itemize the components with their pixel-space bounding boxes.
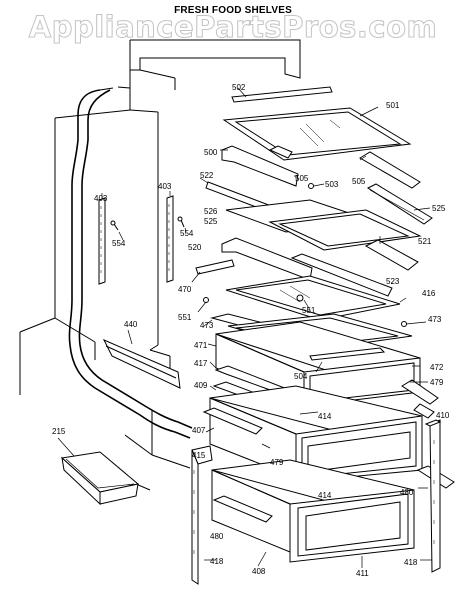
callout-480-a: 480 (400, 488, 414, 497)
callout-480-b: 480 (210, 532, 224, 541)
shelf-rail-525 (366, 183, 433, 225)
callout-551-a: 551 (178, 313, 192, 322)
shelf-support-strip-right (166, 191, 174, 283)
callout-479-a: 479 (430, 378, 444, 387)
callout-479-b: 479 (270, 458, 284, 467)
callout-502: 502 (232, 83, 246, 92)
pan-cover-support-440 (102, 329, 181, 389)
callout-410: 410 (436, 411, 450, 420)
callout-473-a: 473 (428, 315, 442, 324)
shelf-frame-520 (221, 236, 419, 297)
callout-504: 504 (294, 372, 308, 381)
callout-407: 407 (192, 426, 206, 435)
rail-410 (413, 403, 435, 419)
callout-417: 417 (194, 359, 208, 368)
callout-526: 526 (204, 207, 218, 216)
callout-418-b: 418 (404, 558, 418, 567)
shelf-rail-470 (191, 259, 235, 283)
crisper-pan-upper (207, 321, 421, 407)
callout-521: 521 (418, 237, 432, 246)
screws-554 (110, 216, 187, 241)
shelf-frame-assembly-500 (220, 145, 421, 189)
callout-473-b: 473 (200, 321, 214, 330)
callout-416: 416 (422, 289, 436, 298)
divider-504 (309, 347, 386, 373)
callout-409: 409 (194, 381, 208, 390)
callout-505-b: 505 (352, 177, 366, 186)
callout-525-a: 525 (204, 217, 218, 226)
callout-501: 501 (386, 101, 400, 110)
watermark: AppliancePartsPros.com (28, 10, 438, 45)
glass-shelf-501 (222, 106, 412, 161)
spacer-503 (308, 183, 325, 189)
callout-440: 440 (124, 320, 138, 329)
callout-470: 470 (178, 285, 192, 294)
vertical-rail-418-right (420, 419, 442, 573)
vertical-rail-418-left (191, 445, 216, 585)
door-gasket (68, 86, 193, 439)
callout-554-b: 554 (180, 229, 194, 238)
crisper-pan-middle (202, 385, 423, 483)
callout-labels: 502 501 500 505 505 503 522 526 525 525 … (52, 83, 450, 578)
callout-411: 411 (356, 569, 369, 578)
callout-414-a: 414 (318, 412, 332, 421)
shelf-trim-502 (231, 86, 333, 103)
bin-215 (57, 437, 140, 506)
callout-403-b: 403 (158, 182, 172, 191)
callout-520: 520 (188, 243, 202, 252)
callout-522: 522 (200, 171, 214, 180)
callout-414-b: 414 (318, 491, 332, 500)
callout-505-a: 505 (295, 174, 309, 183)
crisper-pan-bottom (211, 459, 455, 568)
slide-rail-479 (401, 379, 439, 405)
callout-471: 471 (194, 341, 208, 350)
callout-554-a: 554 (112, 239, 126, 248)
diagram-title: FRESH FOOD SHELVES (174, 5, 292, 16)
callout-551-b: 551 (302, 306, 316, 315)
callout-525-b: 525 (432, 204, 446, 213)
glass-pane-upper (225, 199, 422, 251)
glass-shelf-lower (197, 275, 407, 321)
callout-418-a: 418 (210, 557, 224, 566)
callout-472: 472 (430, 363, 444, 372)
callout-503: 503 (325, 180, 339, 189)
callout-523: 523 (386, 277, 400, 286)
callout-415: 415 (192, 451, 206, 460)
callout-215: 215 (52, 427, 66, 436)
shelf-support-strip-left (98, 193, 106, 285)
callout-408: 408 (252, 567, 266, 576)
callout-403-a: 403 (94, 194, 108, 203)
callout-500: 500 (204, 148, 218, 157)
